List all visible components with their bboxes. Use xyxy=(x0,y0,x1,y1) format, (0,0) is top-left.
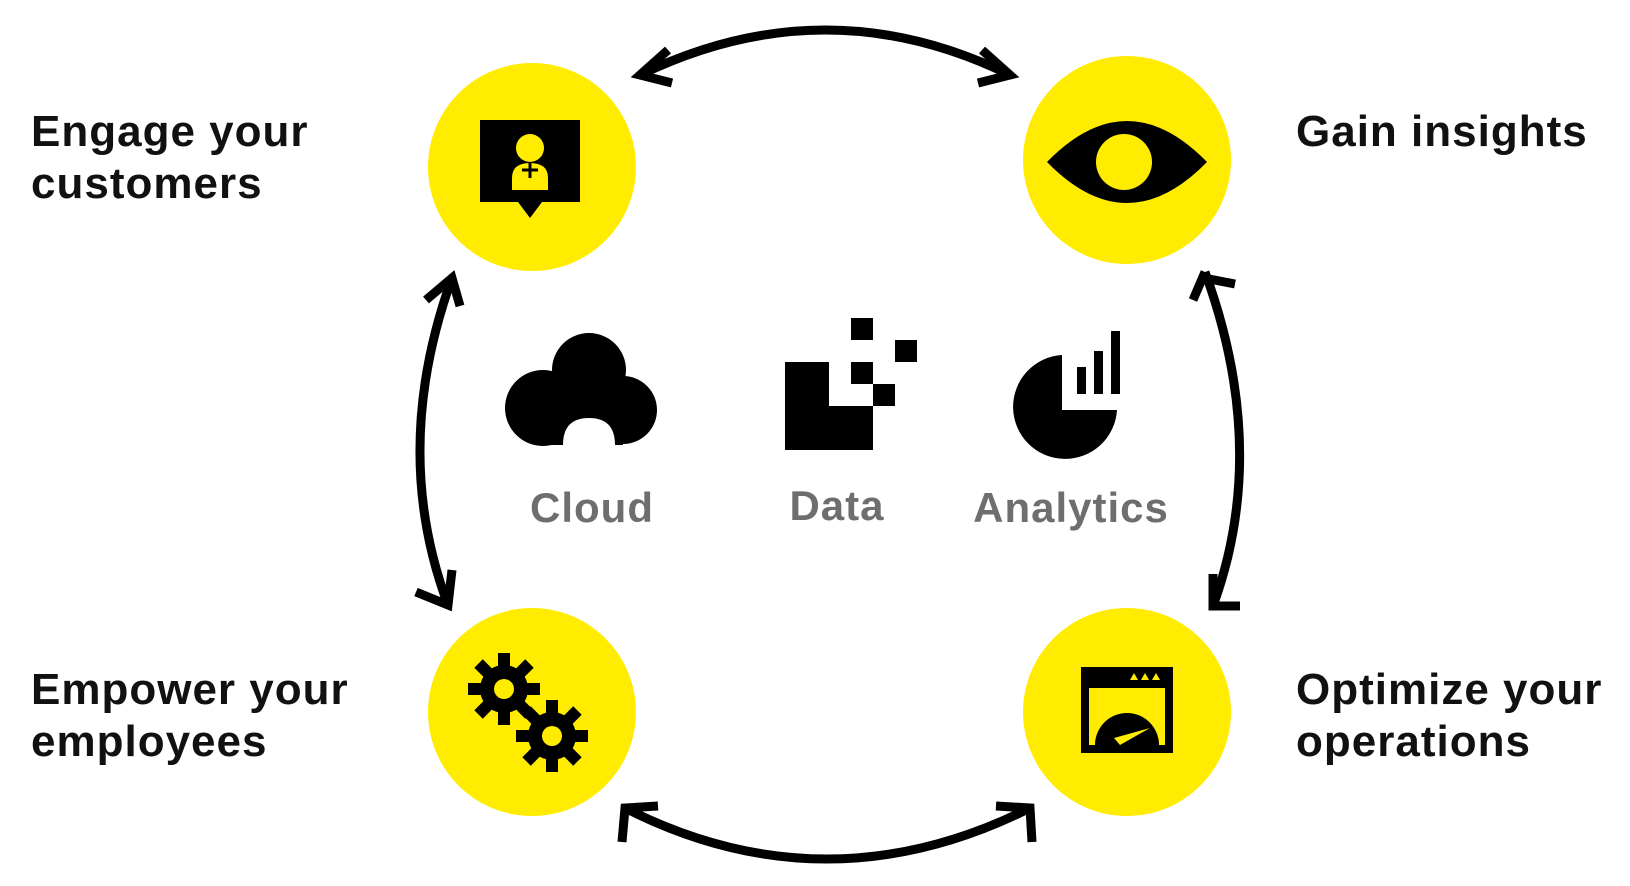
insights-label: Gain insights xyxy=(1296,106,1588,158)
arrow-top xyxy=(638,25,1012,80)
empower-label-line2: employees xyxy=(31,717,268,766)
insights-label-line1: Gain insights xyxy=(1296,107,1588,156)
engage-label-line2: customers xyxy=(31,159,263,208)
optimize-label-line2: operations xyxy=(1296,717,1531,766)
data-label: Data xyxy=(789,482,885,529)
gears-icon xyxy=(468,653,588,772)
arrow-bottom-head-left xyxy=(617,801,659,843)
eye-icon xyxy=(1047,121,1207,203)
engage-label: Engage your customers xyxy=(31,106,309,210)
cloud-icon xyxy=(505,333,657,446)
empower-label: Empower your employees xyxy=(31,664,349,768)
analytics-chart-icon xyxy=(1013,331,1120,459)
arrow-right xyxy=(1200,270,1245,608)
customer-chat-icon xyxy=(480,120,580,218)
optimize-label: Optimize your operations xyxy=(1296,664,1602,768)
arrow-left-head-bottom xyxy=(414,569,457,612)
optimize-label-line1: Optimize your xyxy=(1296,665,1603,714)
arrow-left xyxy=(415,276,457,607)
empower-label-line1: Empower your xyxy=(31,665,349,714)
arrow-top-head-left xyxy=(630,46,674,88)
engage-label-line1: Engage your xyxy=(31,107,309,156)
arrow-right-head-top xyxy=(1203,273,1236,289)
arrow-bottom xyxy=(622,803,1033,864)
data-pixels-icon xyxy=(785,318,917,450)
analytics-label: Analytics xyxy=(973,484,1169,531)
gauge-dashboard-icon xyxy=(1081,667,1173,753)
arrow-top-head-right xyxy=(976,46,1020,88)
arrow-right-head-bottom xyxy=(1208,574,1240,611)
arrow-right-head-top-b xyxy=(1188,270,1210,302)
arrow-left-head-top xyxy=(423,270,465,308)
arrow-bottom-head-right xyxy=(995,801,1037,843)
cloud-label: Cloud xyxy=(530,484,654,531)
